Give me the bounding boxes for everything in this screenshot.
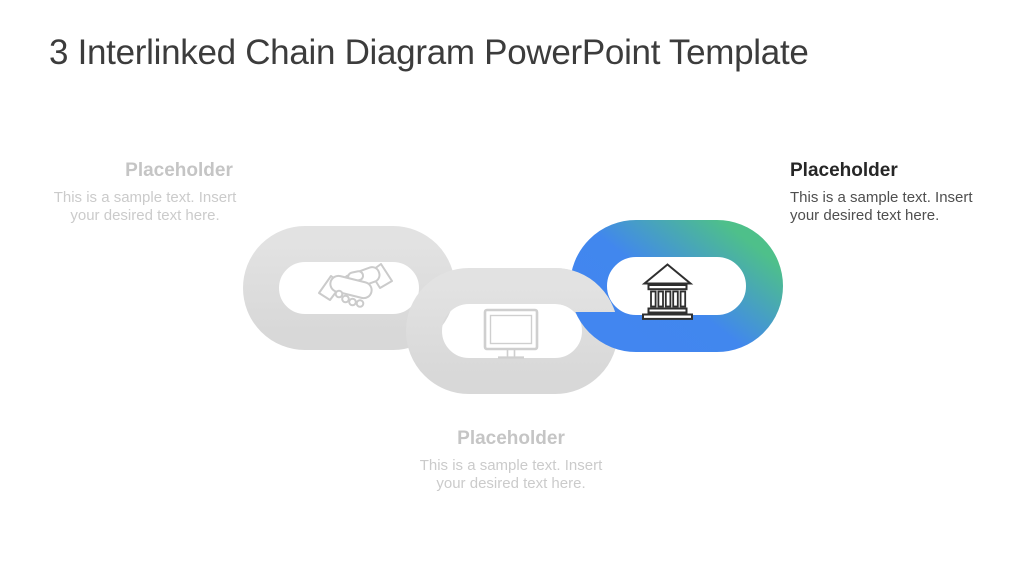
placeholder-right-heading: Placeholder [790,160,898,181]
placeholder-left-heading: Placeholder [125,160,233,181]
placeholder-left-body: This is a sample text. Insert your desir… [40,189,250,225]
placeholder-right-body: This is a sample text. Insert your desir… [790,189,1000,225]
placeholder-bottom-body-line1: This is a sample text. Insert [419,457,603,474]
placeholder-right-body-line2: your desired text here. [790,207,940,224]
placeholder-bottom-body: This is a sample text. Insert your desir… [371,457,651,493]
monitor-icon [483,308,539,359]
bank-icon [641,263,694,320]
placeholder-left-body-line2: your desired text here. [70,207,220,224]
slide-title: 3 Interlinked Chain Diagram PowerPoint T… [49,33,809,72]
placeholder-right-body-line1: This is a sample text. Insert [790,189,973,206]
handshake-icon [318,263,393,308]
placeholder-bottom: Placeholder This is a sample text. Inser… [371,428,651,493]
placeholder-left-body-line1: This is a sample text. Insert [53,189,237,206]
placeholder-bottom-body-line2: your desired text here. [436,475,586,492]
placeholder-right: Placeholder This is a sample text. Inser… [790,160,1000,225]
placeholder-bottom-heading: Placeholder [457,428,565,449]
